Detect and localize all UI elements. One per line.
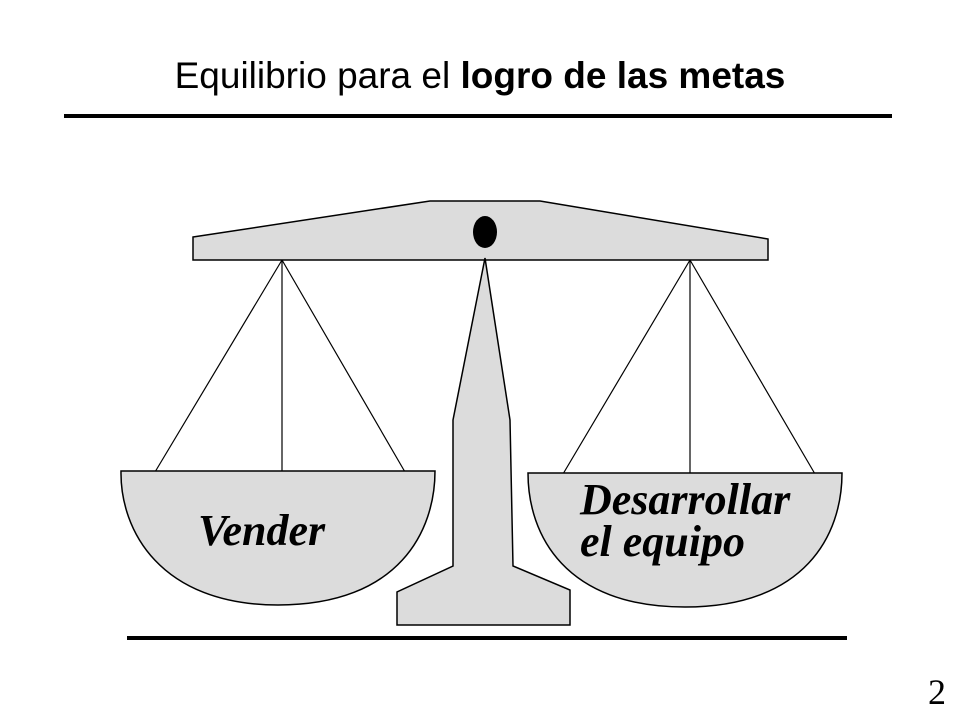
slide-title: Equilibrio para el logro de las metas	[0, 52, 960, 100]
right-pan	[527, 472, 843, 608]
left-pan-strings	[154, 259, 406, 473]
scale-pivot	[473, 216, 497, 248]
title-emphasis: logro de las metas	[460, 55, 786, 96]
right-pan-label-line1: Desarrollar	[579, 475, 791, 524]
ground-line	[127, 636, 847, 640]
title-underline	[64, 114, 892, 118]
right-pan-strings	[562, 259, 816, 475]
left-pan-label: Vender	[198, 506, 326, 555]
scale-post-and-base	[396, 257, 571, 626]
right-pan-label-line2: el equipo	[580, 517, 745, 566]
slide-number: 2	[928, 672, 946, 712]
title-prefix: Equilibrio para el	[174, 55, 461, 96]
left-pan	[120, 470, 436, 606]
